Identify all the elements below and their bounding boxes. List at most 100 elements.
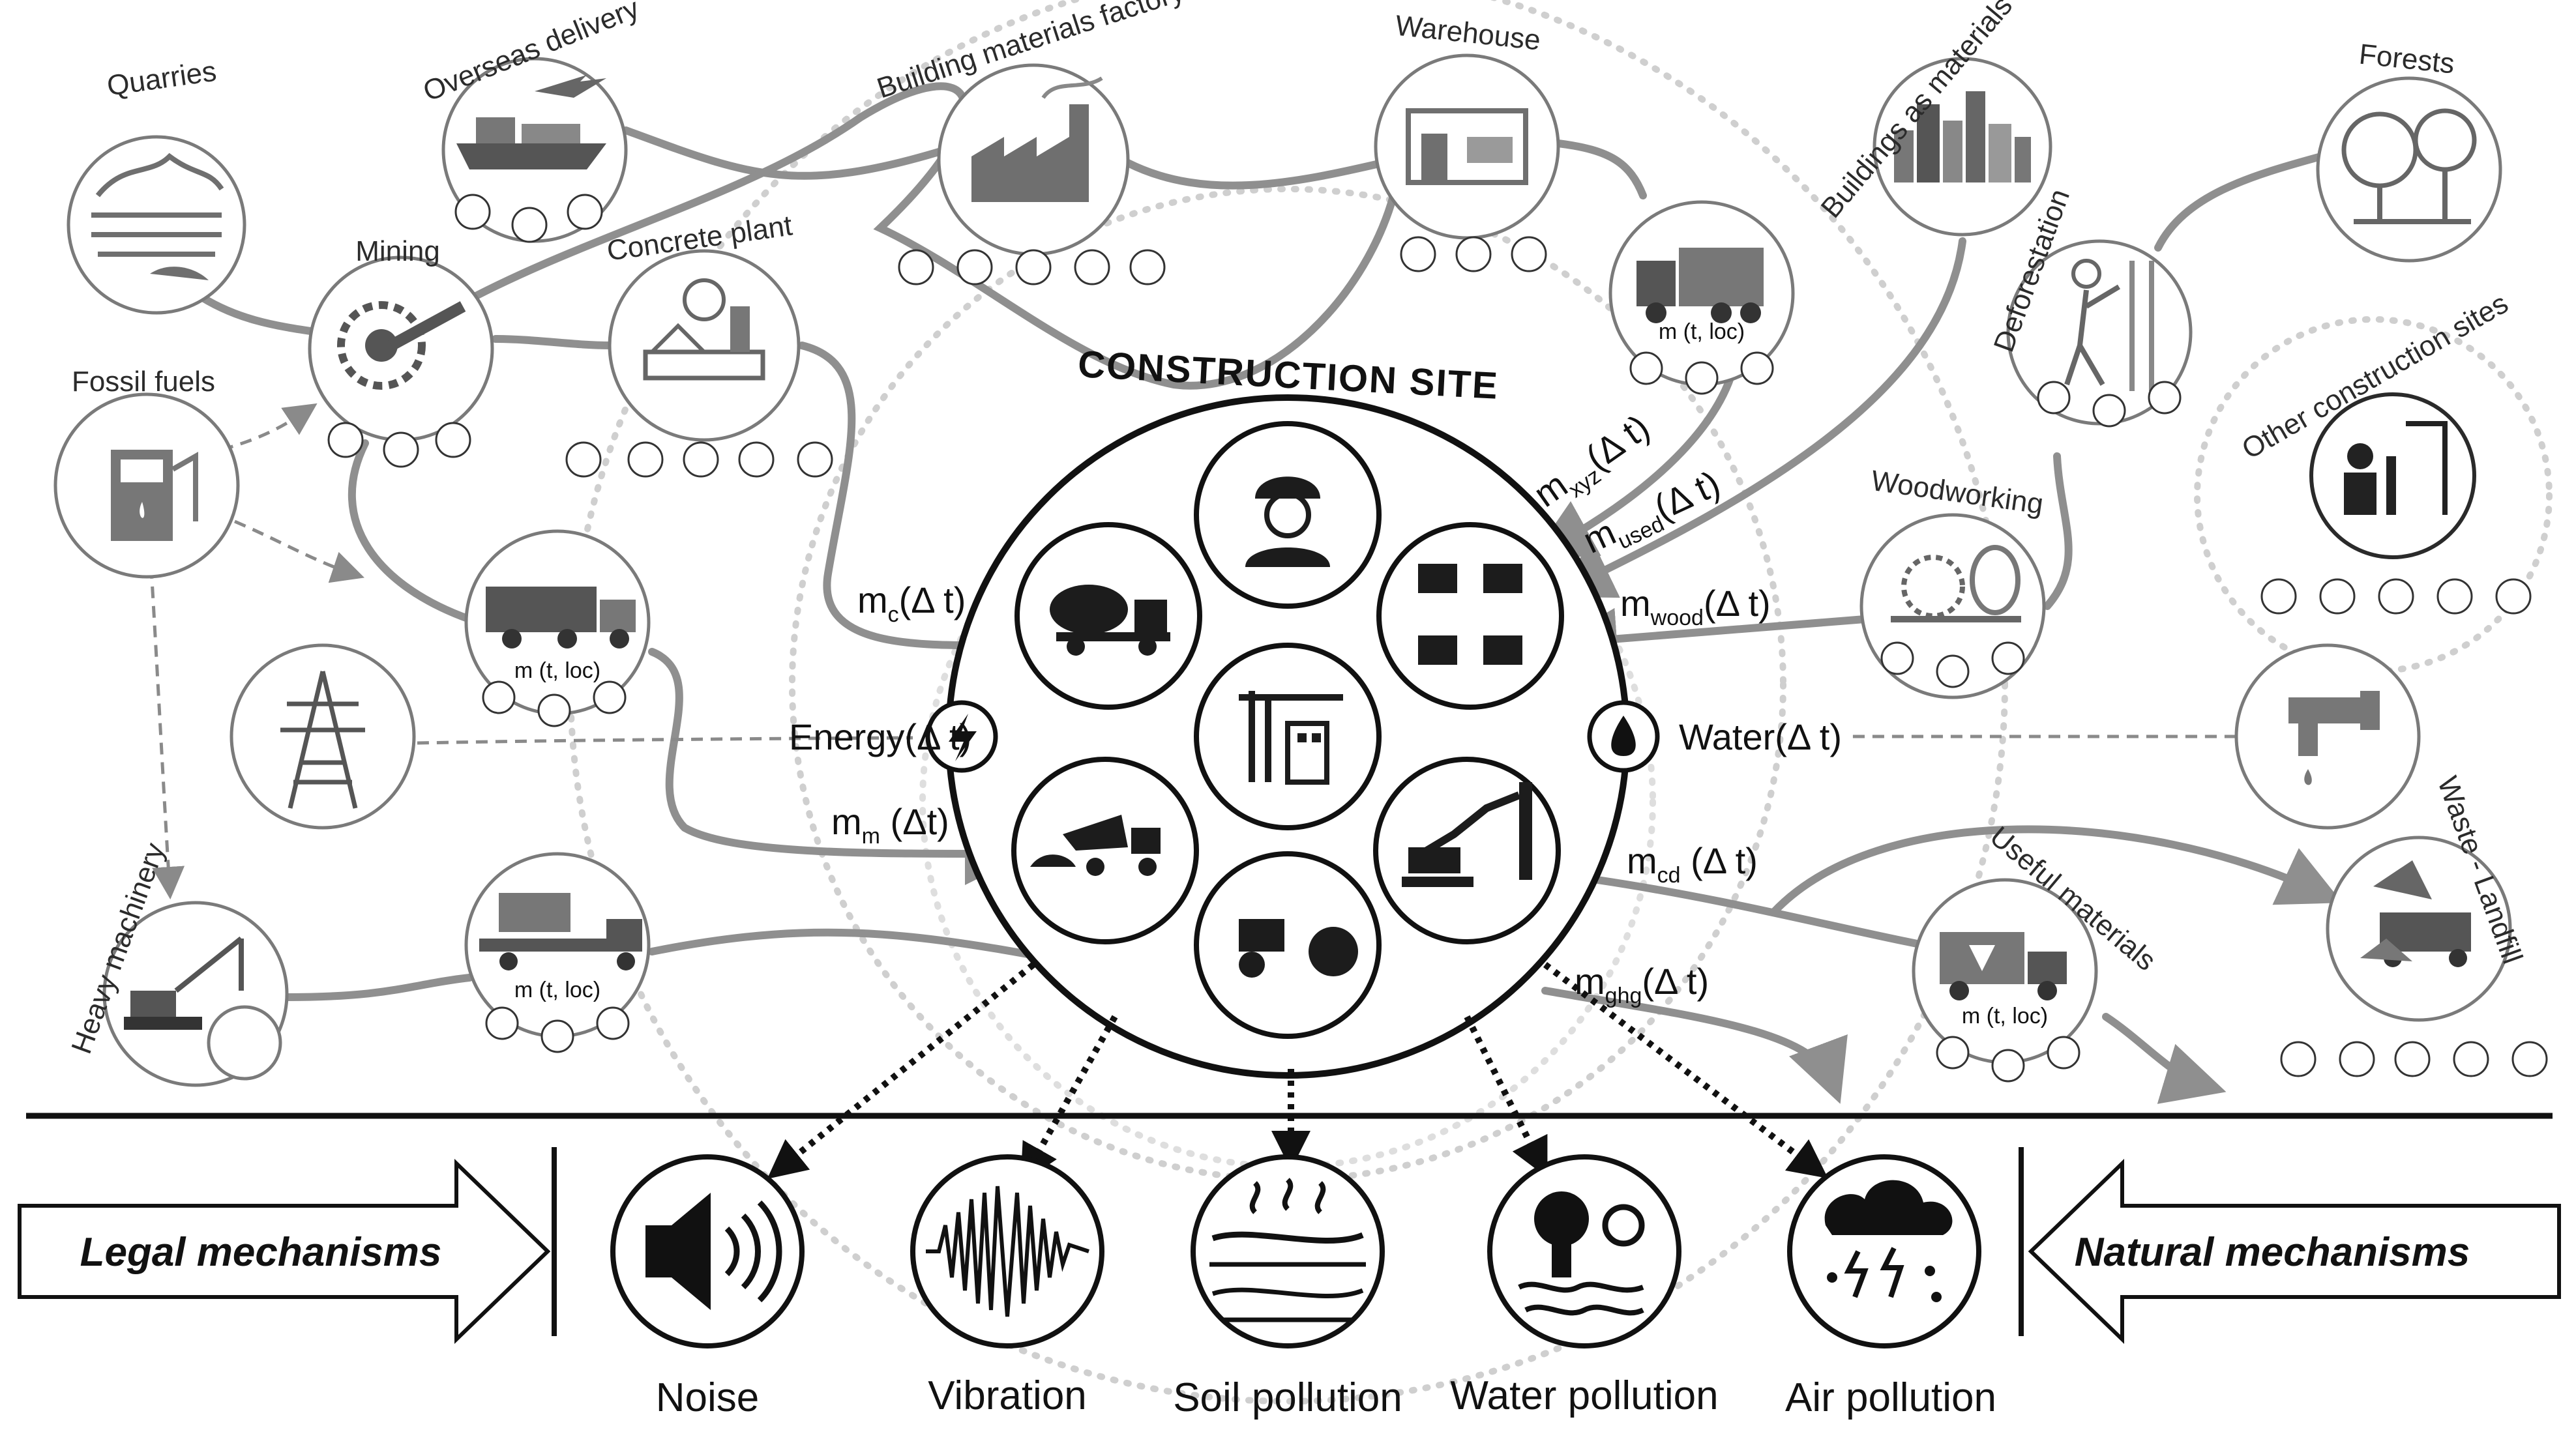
mining-wheel-icon [337,301,466,390]
crane-icon [124,936,244,1030]
impact-markers [327,422,471,468]
node-dump-truck-left: m (t, loc) [464,529,651,727]
dash-fossil-heavy [148,547,185,899]
impact-label: Vibration [928,1373,1087,1418]
dump-truck-icon [1011,757,1199,944]
tower-crane-icon [1194,643,1382,830]
power-pylon-icon [280,671,365,809]
concrete-mixer-truck-icon [1014,522,1202,710]
node-heavy-machinery: Heavy machinery [65,839,289,1087]
left-arrow-shape [2028,1158,2561,1345]
node-fossil-fuels: Fossil fuels [53,366,240,579]
impact-arrows [767,962,1828,1184]
flow-lines [192,82,2343,1104]
truck-icon [486,587,636,649]
city-buildings-icon [1894,91,2031,182]
node-other-sites: Other construction sites [2236,287,2532,615]
quarries-icon [91,153,224,280]
impact-markers [2280,1041,2548,1077]
ship-plane-icon [456,75,606,169]
impact-markers [2260,578,2532,615]
flow-warehouse-truck [1554,139,1647,199]
flow-mghg [1541,987,1848,1104]
impact-label: Noise [656,1375,760,1420]
node-quarries: Quarries [67,55,246,315]
trees-icon [2341,108,2477,224]
impact-markers [1936,1036,2080,1083]
warehouse-icon [1406,108,1528,185]
fuel-pump-icon [111,450,198,541]
loader-on-truck-icon [479,893,642,970]
impact-markers [454,194,603,243]
dash-fossil-truck [234,519,364,583]
flow-label-mc: mc(Δ t) [857,579,966,627]
outer-ring [567,0,2008,1405]
impact-markers [898,249,1166,285]
node-truck-warehouse: m (t, loc) [1608,200,1795,395]
flow-quarries-mining [192,289,323,336]
flow-woodworking-deforestation [2043,452,2073,610]
flow-mused [1550,237,1966,598]
flow-mining-warehouse [452,82,1399,390]
node-overseas: Overseas delivery [419,0,644,243]
waveform-icon [926,1186,1089,1317]
factory-icon [971,76,1103,202]
node-waste-landfill: Waste - Landfill [2280,772,2548,1077]
water-drop-icon [1611,716,1636,756]
construction-site: CONSTRUCTION SITE [925,343,1660,1079]
lumberjack-icon [2064,259,2154,391]
energy-label: Energy(Δ t) [789,716,971,757]
flow-label-mxyz: mxyz(Δ t) [1526,406,1661,520]
flow-label-mm: mm (Δt) [831,801,949,849]
impact-markers [1880,641,2025,688]
smog-cloud-icon [1824,1180,1953,1302]
flow-concrete-mc [798,342,1041,677]
landfill-truck-icon [2360,860,2471,967]
impact-label: Air pollution [1785,1375,1996,1420]
flow-labels: Energy(Δ t) Water(Δ t) mc(Δ t) mm (Δt) m… [789,406,1842,1008]
node-forests: Forests [2316,38,2502,263]
impact-markers [485,1006,630,1053]
flow-mxyz [1531,361,1738,559]
flow-mcd-useful [1593,876,1927,949]
node-materials-factory: Building materials factory [873,0,1188,285]
impact-water-pollution: Water pollution [1450,1154,1719,1418]
flow-overseas-factory [622,126,949,180]
soil-layers-icon [1209,1178,1366,1322]
truck-icon [1636,248,1764,323]
concrete-plant-icon [643,278,765,381]
node-mining: Mining [308,235,494,468]
impact-label: Water pollution [1450,1373,1718,1418]
label-quarries: Quarries [105,55,218,102]
dash-fossil-mining [221,403,318,452]
flow-label-mghg: mghg(Δ t) [1575,961,1709,1008]
transport-label: m (t, loc) [514,658,600,683]
legal-mechanisms: Legal mechanisms [18,1158,551,1345]
natural-mechanisms-label: Natural mechanisms [2075,1230,2470,1275]
label-woodworking: Woodworking [1869,465,2045,521]
legal-mechanisms-label: Legal mechanisms [80,1230,442,1275]
node-useful-materials: m (t, loc) Useful materials [1912,821,2162,1083]
impact-air-pollution: Air pollution [1785,1154,1996,1420]
recycling-truck-icon [1940,932,2067,1000]
construction-workers-icon [2344,421,2448,515]
speaker-icon [645,1193,782,1310]
natural-mechanisms: Natural mechanisms [2028,1158,2561,1345]
label-fossil-fuels: Fossil fuels [72,366,215,398]
right-arrow-shape [18,1158,551,1345]
impact-markers [1629,351,1774,395]
impact-markers [2037,381,2182,428]
materials-pallets-icon [1376,522,1564,710]
lightning-icon [949,714,977,761]
impact-markers [565,441,833,478]
impact-soil-pollution: Soil pollution [1173,1154,1402,1420]
flow-label-mwood: mwood(Δ t) [1620,583,1771,630]
label-forests: Forests [2358,38,2456,80]
node-water-supply [2234,643,2421,830]
impact-markers [1400,236,1547,272]
construction-worker-icon [1194,421,1382,609]
dash-grid-energy [417,736,913,745]
flow-mining-concrete [492,335,614,349]
label-mining: Mining [355,235,440,267]
transport-label: m (t, loc) [514,978,600,1002]
